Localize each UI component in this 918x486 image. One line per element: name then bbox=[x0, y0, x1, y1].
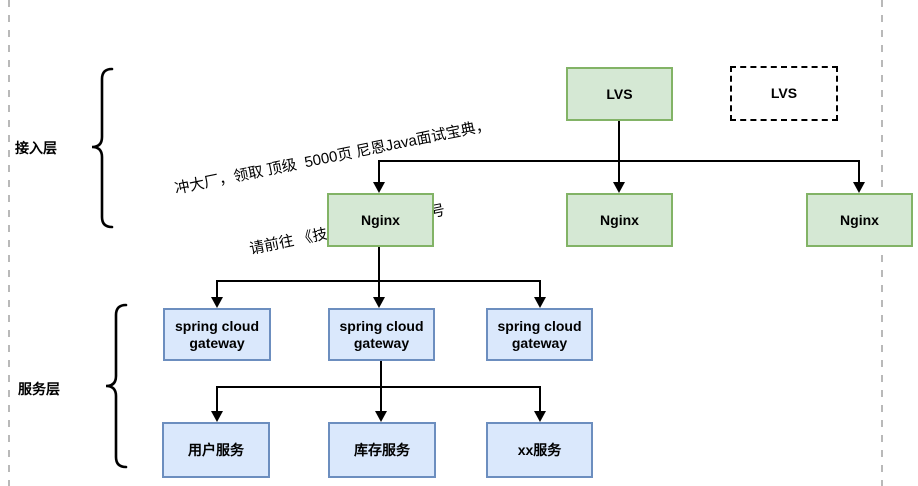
connector-nginx-down bbox=[378, 247, 380, 298]
connector-to-gateway-3 bbox=[539, 281, 541, 297]
node-label: Nginx bbox=[600, 211, 639, 228]
arrow-head-service-1 bbox=[211, 411, 223, 422]
connector-lvs-down bbox=[618, 121, 620, 184]
node-label: Nginx bbox=[840, 211, 879, 228]
arrow-head-gateway-2 bbox=[373, 297, 385, 308]
node-service-inventory: 库存服务 bbox=[328, 422, 436, 478]
arrow-head-service-2 bbox=[375, 411, 387, 422]
arrow-head-gateway-1 bbox=[211, 297, 223, 308]
node-nginx-3: Nginx bbox=[806, 193, 913, 247]
node-label: spring cloud gateway bbox=[339, 317, 424, 351]
connector-nginx-bus bbox=[216, 280, 541, 282]
node-gateway-1: spring cloud gateway bbox=[163, 308, 271, 361]
node-service-user: 用户服务 bbox=[162, 422, 270, 478]
arrow-head-gateway-3 bbox=[534, 297, 546, 308]
node-lvs-backup: LVS bbox=[730, 66, 838, 121]
connector-to-nginx-1 bbox=[378, 161, 380, 184]
connector-to-nginx-3 bbox=[858, 161, 860, 184]
node-label: LVS bbox=[606, 85, 633, 102]
service-layer-label: 服务层 bbox=[18, 381, 60, 397]
node-service-xx: xx服务 bbox=[486, 422, 593, 478]
arrow-head-nginx-2 bbox=[613, 182, 625, 193]
arrow-head-nginx-3 bbox=[853, 182, 865, 193]
connector-lvs-bus bbox=[378, 160, 860, 162]
node-label: Nginx bbox=[361, 211, 400, 228]
node-label: 库存服务 bbox=[354, 441, 410, 458]
node-label: LVS bbox=[770, 85, 798, 101]
node-label: spring cloud gateway bbox=[497, 317, 582, 351]
connector-to-service-1 bbox=[216, 387, 218, 411]
node-gateway-3: spring cloud gateway bbox=[486, 308, 593, 361]
connector-to-service-3 bbox=[539, 387, 541, 411]
node-nginx-2: Nginx bbox=[566, 193, 673, 247]
access-layer-label: 接入层 bbox=[15, 140, 57, 156]
node-lvs-primary: LVS bbox=[566, 67, 673, 121]
page-divider-left bbox=[8, 0, 10, 486]
arrow-head-nginx-1 bbox=[373, 182, 385, 193]
node-gateway-2: spring cloud gateway bbox=[328, 308, 435, 361]
service-layer-brace bbox=[105, 303, 128, 469]
connector-to-gateway-1 bbox=[216, 281, 218, 297]
node-label: 用户服务 bbox=[188, 441, 244, 458]
arrow-head-service-3 bbox=[534, 411, 546, 422]
node-label: spring cloud gateway bbox=[175, 317, 259, 351]
access-layer-brace bbox=[91, 67, 114, 229]
node-nginx-1: Nginx bbox=[327, 193, 434, 247]
connector-gateway-bus bbox=[216, 386, 541, 388]
node-label: xx服务 bbox=[517, 441, 562, 458]
